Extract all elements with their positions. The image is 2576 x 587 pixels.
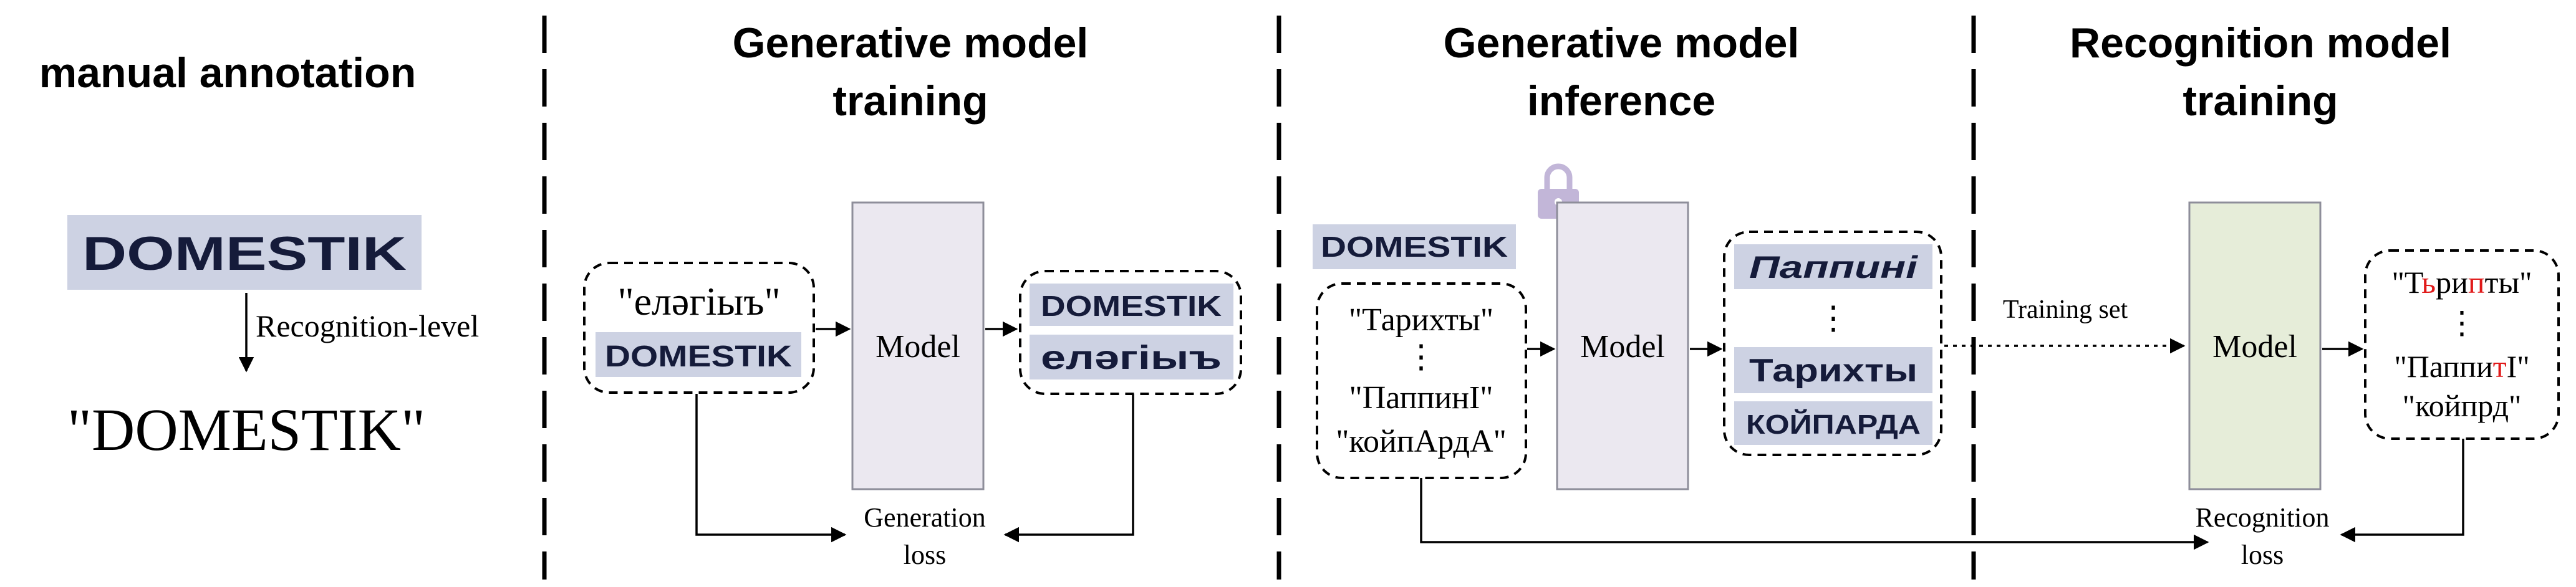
gen-inference-output-image-1-text: Паппині [1749,250,1918,285]
gen-training-model-label: Model [876,329,960,365]
gen-inference-text-box [1316,282,1527,479]
gen-training-input-box [583,262,815,394]
rec-loss-label-line1: Recognition [2195,502,2329,533]
recognition-level-label: Recognition-level [256,308,479,343]
rec-prediction-dots: ⋮ [2446,305,2477,340]
gen-inference-output-image-2: Тарихты [1734,347,1932,393]
gen-inference-output-image-2-text: Тарихты [1749,353,1918,389]
manual-annotation-text: "DOMESTIK" [67,396,425,463]
rec-loss-arrow-left [1420,478,2209,550]
header-gen-inference-line1: Generative model [1444,19,1800,67]
gen-inference-text-3: "койпАрдА" [1336,424,1507,459]
gen-training-input-image-text: DOMESTIK [605,340,792,373]
rec-prediction-1-error-b: п [2468,265,2485,300]
rec-loss-arrow-right [2340,439,2464,543]
header-gen-inference-line2: inference [1527,77,1715,125]
gen-loss-label-line2: loss [904,540,946,570]
gen-training-output-image-1-text: DOMESTIK [1041,290,1222,322]
training-set-label: Training set [2003,295,2128,324]
manual-word-image-text: DOMESTIK [82,227,407,280]
gen-training-output-box [1019,270,1242,395]
gen-training-output-image-2: елəгіыъ [1030,335,1233,379]
header-rec-training-line2: training [2183,77,2338,125]
gen-inference-output-image-3-text: КОЙПАРДА [1746,408,1921,440]
gen-training-output-image-2-text: елəгіыъ [1041,339,1222,376]
rec-prediction-3: "койпрд" [2403,388,2522,423]
rec-loss-label-line2: loss [2241,540,2284,570]
rec-prediction-2: "ПаппитІ" [2394,349,2529,384]
gen-inference-style-image: DOMESTIK [1313,224,1516,269]
gen-inference-style-image-text: DOMESTIK [1321,231,1508,263]
gen-inference-output-image-1: Паппині [1734,244,1932,289]
gen-training-input-image: DOMESTIK [596,332,801,377]
gen-loss-label-line1: Generation [864,502,985,533]
gen-inference-model-box [1556,201,1689,490]
gen-training-input-text: "елəгіыъ" [617,279,780,323]
manual-word-image: DOMESTIK [67,215,422,290]
gen-training-model-box [851,201,985,490]
gen-inference-model-label: Model [1580,329,1665,365]
rec-training-model-label: Model [2212,329,2297,365]
gen-inference-text-2: "ПаппинІ" [1349,380,1493,416]
rec-training-model-box [2188,201,2322,490]
gen-inference-text-1: "Тарихты" [1349,302,1493,338]
header-rec-training-line1: Recognition model [2070,19,2451,67]
gen-loss-arrow-right [1003,394,1134,543]
gen-loss-arrow-left [695,394,847,543]
gen-inference-text-dots: ⋮ [1405,340,1437,375]
header-gen-training-line1: Generative model [733,19,1089,67]
header-gen-training-line2: training [832,77,988,125]
rec-prediction-1-error-a: ь [2421,265,2436,300]
header-manual-annotation: manual annotation [39,49,416,97]
gen-inference-output-image-3: КОЙПАРДА [1734,401,1932,445]
rec-prediction-1: "Тьрипты" [2391,265,2532,300]
gen-training-output-image-1: DOMESTIK [1030,284,1233,326]
rec-prediction-2-error: т [2493,349,2507,384]
gen-inference-output-box [1723,231,1942,456]
gen-inference-output-dots: ⋮ [1817,301,1850,336]
